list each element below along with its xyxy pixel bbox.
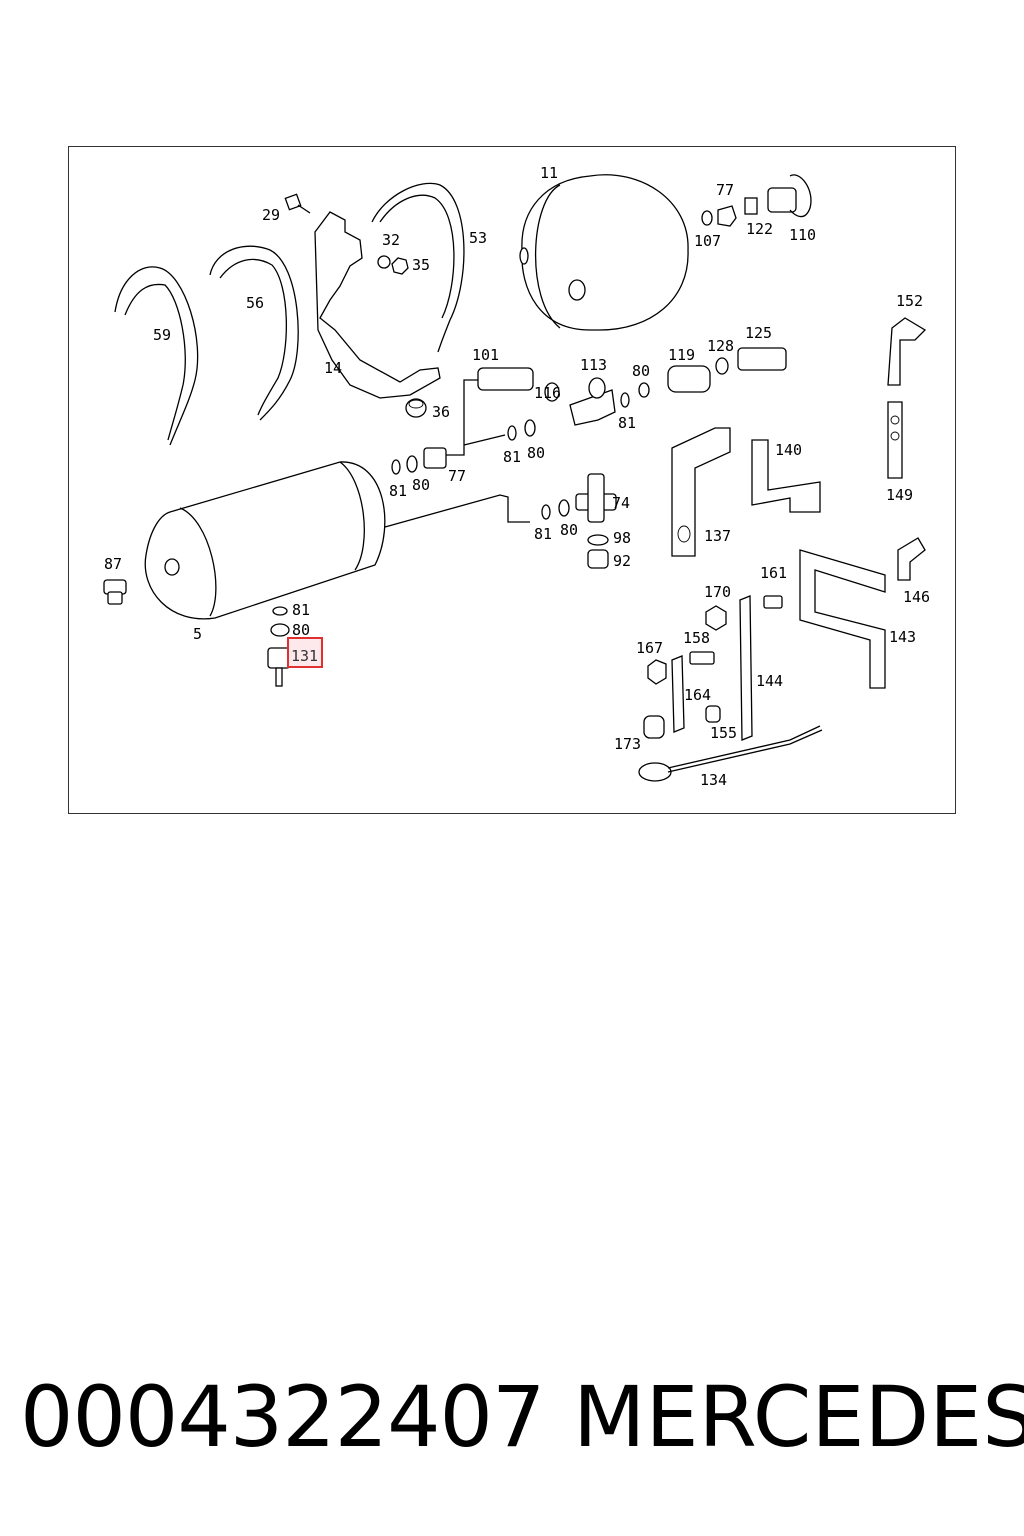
label-11: 11 [540,164,558,182]
label-5: 5 [193,625,202,643]
fitting-group-110 [701,174,812,227]
air-tank-11 [519,174,689,331]
fitting-group-77 [391,419,536,475]
cable-134 [638,725,823,782]
bracket-164 [671,655,685,733]
label-87: 87 [104,555,122,573]
label-107: 107 [694,232,721,250]
label-35: 35 [412,256,430,274]
label-113: 113 [580,356,607,374]
bracket-140 [751,439,821,513]
label-36: 36 [432,403,450,421]
label-161: 161 [760,564,787,582]
plug-87 [103,579,127,605]
label-92: 92 [613,552,631,570]
label-131[interactable]: 131 [291,647,318,665]
label-81: 81 [292,601,310,619]
label-125: 125 [745,324,772,342]
label-119: 119 [668,346,695,364]
label-152: 152 [896,292,923,310]
bracket-143 [799,549,886,689]
label-80: 80 [292,621,310,639]
label-137: 137 [704,527,731,545]
nut-167 [647,659,667,685]
strap-53 [371,182,465,353]
label-32: 32 [382,231,400,249]
strap-59 [114,266,199,446]
label-167: 167 [636,639,663,657]
label-56: 56 [246,294,264,312]
drain-valve-131 [267,606,291,687]
label-158: 158 [683,629,710,647]
nut-170 [705,605,727,631]
label-134: 134 [700,771,727,789]
highlight-box-131 [287,637,323,668]
bolt-158 [689,651,715,665]
nut-35 [391,257,409,275]
bolt-161 [763,595,783,609]
label-164: 164 [684,686,711,704]
label-81: 81 [618,414,636,432]
part-number-caption: 0004322407 [20,1368,545,1466]
label-170: 170 [704,583,731,601]
label-110: 110 [789,226,816,244]
label-146: 146 [903,588,930,606]
bracket-146 [897,537,926,581]
bracket-14 [314,211,441,399]
pipe-line [384,494,530,528]
bracket-144 [739,595,753,741]
label-77: 77 [448,467,466,485]
pipe-line [463,434,506,446]
label-155: 155 [710,724,737,742]
label-77: 77 [716,181,734,199]
label-81: 81 [503,448,521,466]
bushing-173 [643,715,665,739]
bolt-29 [284,193,311,214]
pipe-line [446,379,478,456]
label-80: 80 [560,521,578,539]
label-116: 116 [534,384,561,402]
cross-fitting-74 [541,473,617,569]
label-101: 101 [472,346,499,364]
label-144: 144 [756,672,783,690]
label-122: 122 [746,220,773,238]
nut-36 [405,398,427,418]
brand-caption: MERCEDES [573,1368,1024,1466]
bracket-152 [887,317,927,386]
washer-32 [377,255,391,269]
label-173: 173 [614,735,641,753]
strap-56 [209,245,299,421]
label-128: 128 [707,337,734,355]
label-140: 140 [775,441,802,459]
label-143: 143 [889,628,916,646]
label-81: 81 [534,525,552,543]
label-59: 59 [153,326,171,344]
label-80: 80 [527,444,545,462]
label-98: 98 [613,529,631,547]
diagram-frame [68,146,956,814]
label-80: 80 [632,362,650,380]
fitting-group-101 [477,347,787,426]
label-74: 74 [612,494,630,512]
air-tank-5 [144,461,386,620]
label-14: 14 [324,359,342,377]
label-29: 29 [262,206,280,224]
label-81: 81 [389,482,407,500]
label-149: 149 [886,486,913,504]
label-80: 80 [412,476,430,494]
bracket-137 [671,427,731,557]
washer-155 [705,705,721,723]
label-53: 53 [469,229,487,247]
